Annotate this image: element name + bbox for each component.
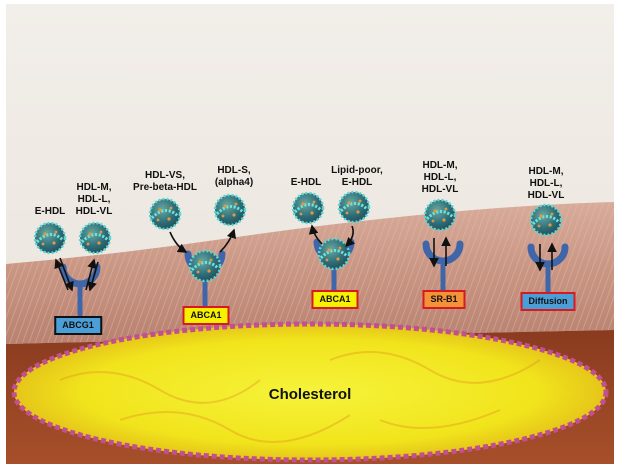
hdl-particle-diffusion	[529, 203, 563, 237]
cholesterol-droplet	[11, 321, 609, 463]
transporter-abcg1-label: ABCG1	[54, 316, 102, 335]
label-ehdl-mid: E-HDL	[290, 177, 322, 188]
label-lipidpoor: Lipid-poor, E-HDL	[331, 165, 383, 188]
transporter-abca1-right-label: ABCA1	[311, 290, 359, 309]
hdl-particle-abca1-right-bound	[317, 237, 351, 271]
hdl-particle-hdlm-left	[78, 221, 112, 255]
hdl-particle-lipidpoor	[337, 190, 371, 224]
hdl-particle-hdls	[213, 193, 247, 227]
label-hdlm-diffusion: HDL-M, HDL-L, HDL-VL	[527, 166, 565, 201]
hdl-particle-ehdl-left	[33, 221, 67, 255]
label-ehdl-left: E-HDL	[34, 206, 66, 217]
label-hdls: HDL-S, (alpha4)	[214, 165, 254, 188]
hdl-particle-srb1	[423, 198, 457, 232]
label-hdlm-left: HDL-M, HDL-L, HDL-VL	[75, 182, 113, 217]
hdl-particle-hdlvs	[148, 197, 182, 231]
flux-arrows	[54, 224, 557, 292]
label-hdlvs: HDL-VS, Pre-beta-HDL	[133, 170, 197, 193]
hdl-particle-abca1-left-bound	[188, 249, 222, 283]
transporter-srb1-label: SR-B1	[422, 290, 466, 309]
hdl-particle-ehdl-mid	[291, 191, 325, 225]
transporter-diffusion-label: Diffusion	[520, 292, 576, 311]
cholesterol-label: Cholesterol	[268, 386, 352, 403]
label-hdlm-srb1: HDL-M, HDL-L, HDL-VL	[421, 160, 459, 195]
transporter-abca1-left-label: ABCA1	[182, 306, 230, 325]
